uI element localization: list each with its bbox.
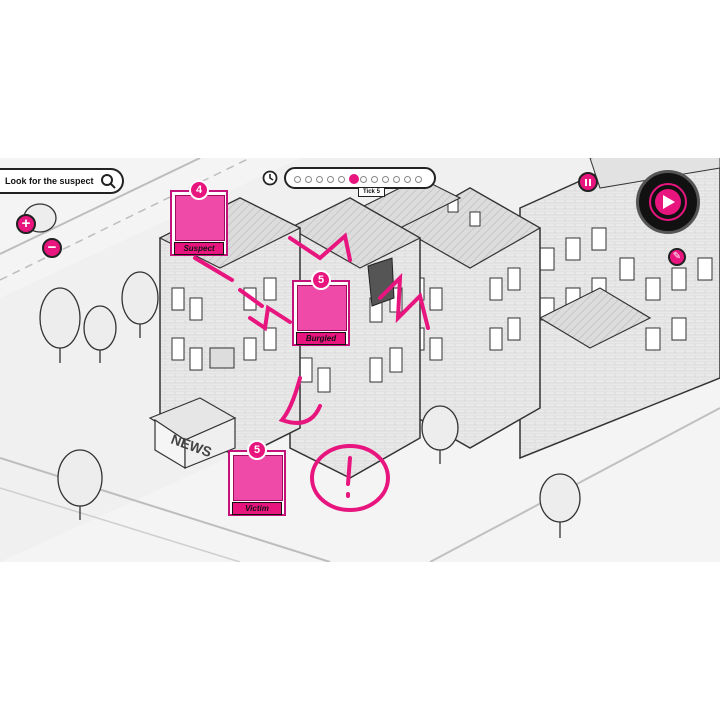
hint-panel: Look for the suspect (0, 168, 124, 194)
timeline-tick[interactable] (393, 176, 400, 183)
timeline-tick[interactable] (360, 176, 367, 183)
card-illustration (233, 455, 283, 501)
building-burgled (288, 197, 422, 479)
play-icon (663, 195, 675, 209)
timeline-tick[interactable] (415, 176, 422, 183)
plus-icon: + (21, 215, 31, 232)
timeline-tick[interactable] (305, 176, 312, 183)
timeline-tick[interactable] (349, 174, 359, 184)
game-viewport[interactable]: NEWS Look for the suspect + − Tick 5 (0, 158, 720, 562)
card-label: Victim (232, 502, 282, 515)
tick-label: Tick 5 (358, 187, 385, 197)
card-label: Burgled (296, 332, 346, 345)
timeline-slider[interactable] (284, 167, 436, 189)
card-label: Suspect (174, 242, 224, 255)
zoom-out-button[interactable]: − (42, 238, 62, 258)
play-button[interactable] (636, 170, 700, 234)
card-number: 5 (247, 440, 267, 460)
card-number: 4 (189, 180, 209, 200)
city-scene[interactable]: NEWS (0, 158, 720, 562)
timeline-tick[interactable] (382, 176, 389, 183)
building-row-middle (358, 177, 542, 449)
pencil-icon: ✎ (672, 251, 682, 262)
timeline-tick[interactable] (371, 176, 378, 183)
clock-icon (262, 170, 278, 186)
trees (23, 203, 581, 538)
hint-text: Look for the suspect (5, 176, 94, 186)
clue-card-victim[interactable]: 5 Victim (228, 440, 286, 520)
news-kiosk: NEWS (148, 397, 237, 470)
card-illustration (175, 195, 225, 241)
minus-icon: − (47, 239, 57, 256)
magnifier-icon[interactable] (100, 173, 116, 189)
card-number: 5 (311, 270, 331, 290)
timeline-tick[interactable] (404, 176, 411, 183)
clue-card-burgled[interactable]: 5 Burgled (292, 270, 350, 350)
timeline-tick[interactable] (316, 176, 323, 183)
timeline-tick[interactable] (338, 176, 345, 183)
clue-card-suspect[interactable]: 4 Suspect (170, 180, 228, 260)
pink-doodles (193, 232, 430, 512)
zoom-in-button[interactable]: + (16, 214, 36, 234)
timeline-tick[interactable] (294, 176, 301, 183)
pause-button[interactable] (578, 172, 598, 192)
play-ring (649, 183, 687, 221)
card-illustration (297, 285, 347, 331)
pencil-button[interactable]: ✎ (668, 248, 686, 266)
timeline-tick[interactable] (327, 176, 334, 183)
